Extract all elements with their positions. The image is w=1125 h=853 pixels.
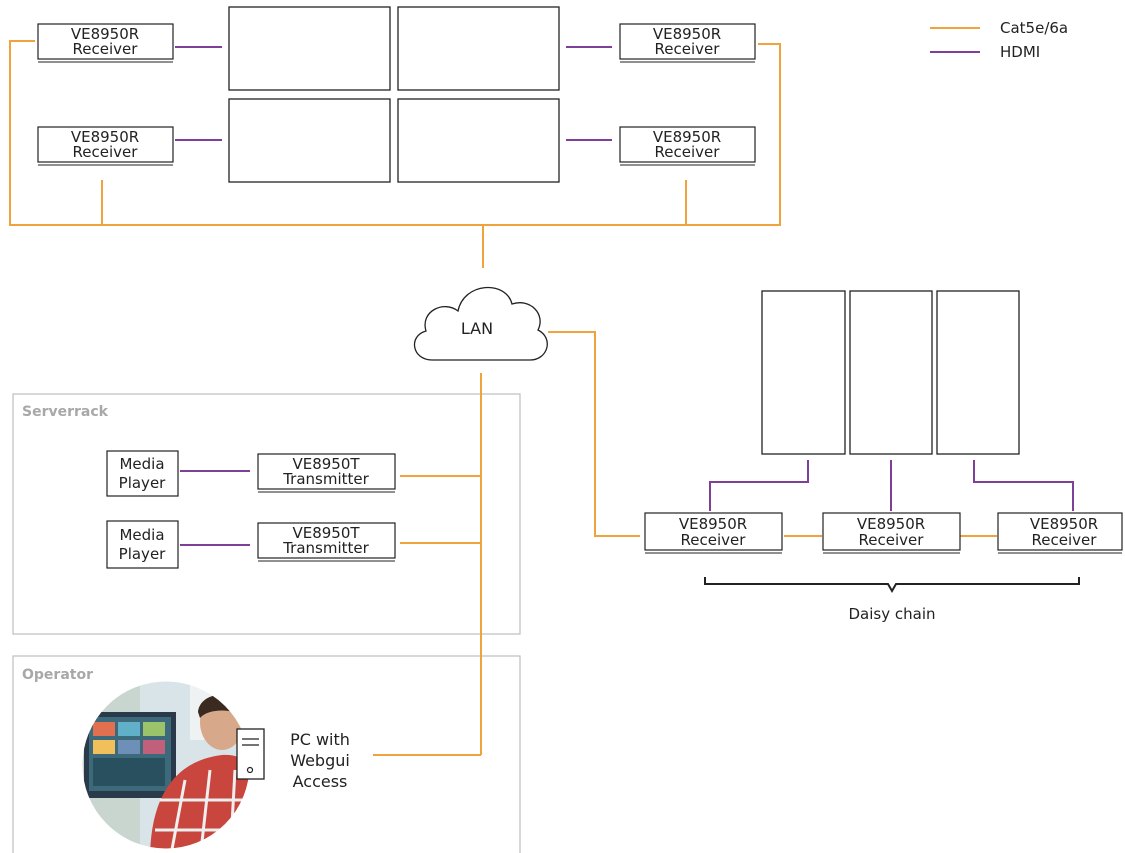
receiver-daisy-1: VE8950R Receiver [644, 512, 783, 554]
hdmi-cable-daisy-3 [973, 460, 1074, 511]
receiver-role: Receiver [655, 40, 721, 58]
cat-cable-left-loop [9, 40, 483, 226]
media-player-line1: Media [119, 455, 164, 473]
receiver-model: VE8950R [71, 25, 139, 43]
daisy-chain-label: Daisy chain [849, 605, 936, 623]
serverrack-title: Serverrack [22, 404, 109, 420]
receiver-mid-left: VE8950R Receiver [37, 126, 174, 166]
receiver-model: VE8950R [857, 515, 925, 533]
media-player-line2: Player [119, 545, 167, 563]
receiver-role: Receiver [73, 40, 139, 58]
receiver-role: Receiver [655, 143, 721, 161]
portrait-displays [761, 290, 1020, 455]
display-portrait-2 [849, 290, 933, 455]
receiver-role: Receiver [681, 531, 747, 549]
display-wall-4 [397, 98, 560, 183]
cat-cables [9, 40, 997, 756]
cloud-icon [414, 286, 548, 361]
video-wall [228, 6, 560, 183]
receiver-top-left: VE8950R Receiver [37, 23, 174, 63]
lan-label: LAN [461, 319, 493, 338]
legend: Cat5e/6a HDMI [930, 19, 1068, 61]
cat-cable-lan-to-daisy [548, 331, 640, 537]
display-wall-3 [228, 98, 391, 183]
daisy-chain-brace [704, 577, 1080, 594]
transmitter-1: VE8950T Transmitter [257, 453, 396, 493]
receiver-mid-right: VE8950R Receiver [619, 126, 756, 166]
pc-label-line1: PC with [290, 730, 350, 749]
operator-box [12, 655, 521, 853]
media-player-line1: Media [119, 526, 164, 544]
receiver-daisy-2: VE8950R Receiver [822, 512, 961, 554]
media-player-1: Media Player [106, 450, 179, 497]
legend-cat-label: Cat5e/6a [1000, 19, 1068, 37]
display-portrait-3 [936, 290, 1020, 455]
receiver-top-right: VE8950R Receiver [619, 23, 756, 63]
media-player-line2: Player [119, 474, 167, 492]
receiver-model: VE8950R [679, 515, 747, 533]
serverrack-box [12, 393, 521, 635]
transmitter-model: VE8950T [292, 524, 360, 542]
receiver-model: VE8950R [71, 128, 139, 146]
hdmi-cable-daisy-1 [709, 460, 809, 511]
media-player-2: Media Player [106, 520, 179, 569]
pc-tower-icon [236, 728, 265, 780]
receiver-model: VE8950R [1030, 515, 1098, 533]
receiver-role: Receiver [859, 531, 925, 549]
legend-hdmi-label: HDMI [1000, 43, 1040, 61]
display-wall-2 [397, 6, 560, 91]
receiver-model: VE8950R [653, 128, 721, 146]
transmitter-model: VE8950T [292, 455, 360, 473]
operator-title: Operator [22, 667, 93, 683]
receiver-model: VE8950R [653, 25, 721, 43]
transmitter-role: Transmitter [282, 539, 369, 557]
operator-photo [82, 681, 250, 849]
receiver-daisy-3: VE8950R Receiver [997, 512, 1123, 554]
transmitter-2: VE8950T Transmitter [257, 522, 396, 562]
display-portrait-1 [761, 290, 846, 455]
display-wall-1 [228, 6, 391, 91]
receiver-role: Receiver [73, 143, 139, 161]
cat-cable-right-loop [483, 43, 781, 226]
pc-label-line2: Webgui [290, 751, 350, 770]
transmitter-role: Transmitter [282, 470, 369, 488]
lan-cloud: LAN [414, 286, 548, 361]
pc-label-line3: Access [293, 772, 348, 791]
hdmi-cables [175, 46, 1074, 546]
receiver-role: Receiver [1032, 531, 1098, 549]
